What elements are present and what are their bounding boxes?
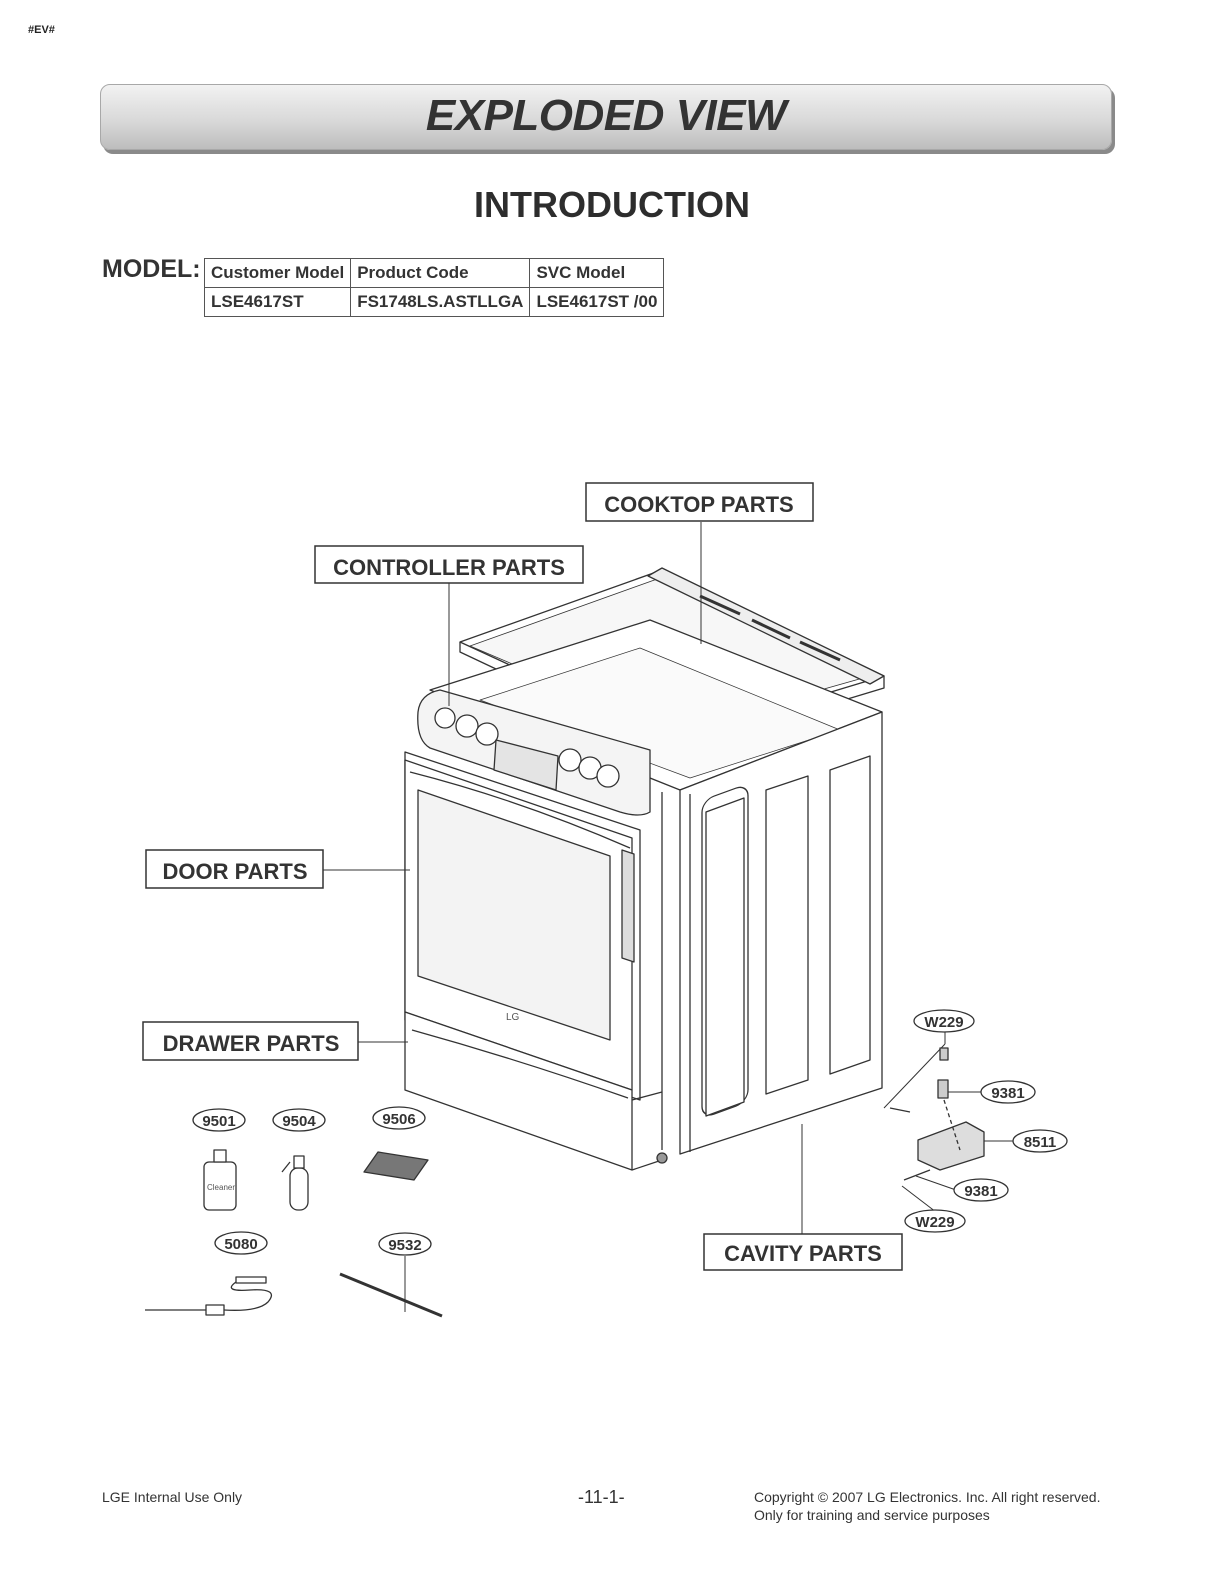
callout-5080-text: 5080 — [224, 1236, 257, 1253]
footer-internal-use: LGE Internal Use Only — [102, 1489, 243, 1505]
callout-9506: 9506 — [372, 1106, 426, 1130]
rack-rod-illustration — [339, 1272, 443, 1318]
page-number: -11-1- — [578, 1487, 625, 1507]
callout-9501-text: 9501 — [202, 1113, 235, 1130]
meat-probe-illustration — [145, 1276, 273, 1316]
callout-w229-bottom: W229 — [904, 1209, 966, 1233]
callout-9504-text: 9504 — [282, 1113, 316, 1130]
header-customer-model: Customer Model — [203, 258, 352, 288]
callout-9506-text: 9506 — [382, 1111, 415, 1128]
cleaner-bottle-illustration — [203, 1149, 237, 1211]
value-product-code: FS1748LS.ASTLLGA — [350, 287, 531, 317]
model-value-row: LSE4617ST FS1748LS.ASTLLGA LSE4617ST /00 — [203, 287, 665, 317]
callout-w229-top-text: W229 — [924, 1014, 963, 1031]
page-subtitle: INTRODUCTION — [474, 184, 750, 225]
callout-9381-top-text: 9381 — [991, 1085, 1024, 1102]
leader-lines — [323, 522, 1020, 1312]
scrub-pad-illustration — [363, 1151, 429, 1181]
value-svc-model: LSE4617ST /00 — [529, 287, 665, 317]
header-svc-model: SVC Model — [529, 258, 665, 288]
callout-8511: 8511 — [1012, 1129, 1068, 1153]
label-controller-parts: CONTROLLER PARTS — [314, 545, 584, 584]
callout-9532: 9532 — [378, 1232, 432, 1256]
callout-9501: 9501 — [192, 1108, 246, 1132]
cavity-parts-text: CAVITY PARTS — [724, 1241, 882, 1266]
cooktop-parts-text: COOKTOP PARTS — [604, 492, 793, 517]
label-door-parts: DOOR PARTS — [145, 849, 324, 889]
document-tag: #EV# — [28, 24, 55, 36]
callout-5080: 5080 — [214, 1231, 268, 1255]
model-header-row: Customer Model Product Code SVC Model — [203, 258, 665, 288]
footer-copyright: Copyright © 2007 LG Electronics. Inc. Al… — [754, 1489, 1101, 1505]
callout-9381-top: 9381 — [980, 1080, 1036, 1104]
range-body-illustration — [404, 619, 883, 1171]
model-label: MODEL: — [102, 255, 201, 283]
label-cooktop-parts: COOKTOP PARTS — [585, 482, 814, 522]
cleaner-label-text: Cleaner — [207, 1183, 235, 1192]
door-parts-text: DOOR PARTS — [162, 859, 307, 884]
callout-9381-bottom-text: 9381 — [964, 1183, 997, 1200]
label-drawer-parts: DRAWER PARTS — [142, 1021, 359, 1061]
controller-parts-text: CONTROLLER PARTS — [333, 555, 565, 580]
callout-9532-text: 9532 — [388, 1237, 421, 1254]
callout-w229-top: W229 — [913, 1009, 975, 1033]
drawer-parts-text: DRAWER PARTS — [163, 1031, 340, 1056]
brand-logo-text: LG — [506, 1012, 520, 1023]
value-customer-model: LSE4617ST — [203, 287, 352, 317]
spray-bottle-illustration — [281, 1155, 309, 1211]
callout-8511-text: 8511 — [1024, 1134, 1057, 1151]
footer-training-note: Only for training and service purposes — [754, 1507, 990, 1523]
model-table: Customer Model Product Code SVC Model LS… — [203, 258, 665, 317]
banner-title: EXPLODED VIEW — [425, 91, 787, 140]
label-cavity-parts: CAVITY PARTS — [703, 1233, 903, 1271]
callout-9504: 9504 — [272, 1108, 326, 1132]
callout-w229-bottom-text: W229 — [915, 1214, 954, 1231]
title-banner: EXPLODED VIEW — [100, 84, 1112, 150]
leveling-hardware-illustration — [889, 1047, 985, 1181]
callout-9381-bottom: 9381 — [953, 1178, 1009, 1202]
